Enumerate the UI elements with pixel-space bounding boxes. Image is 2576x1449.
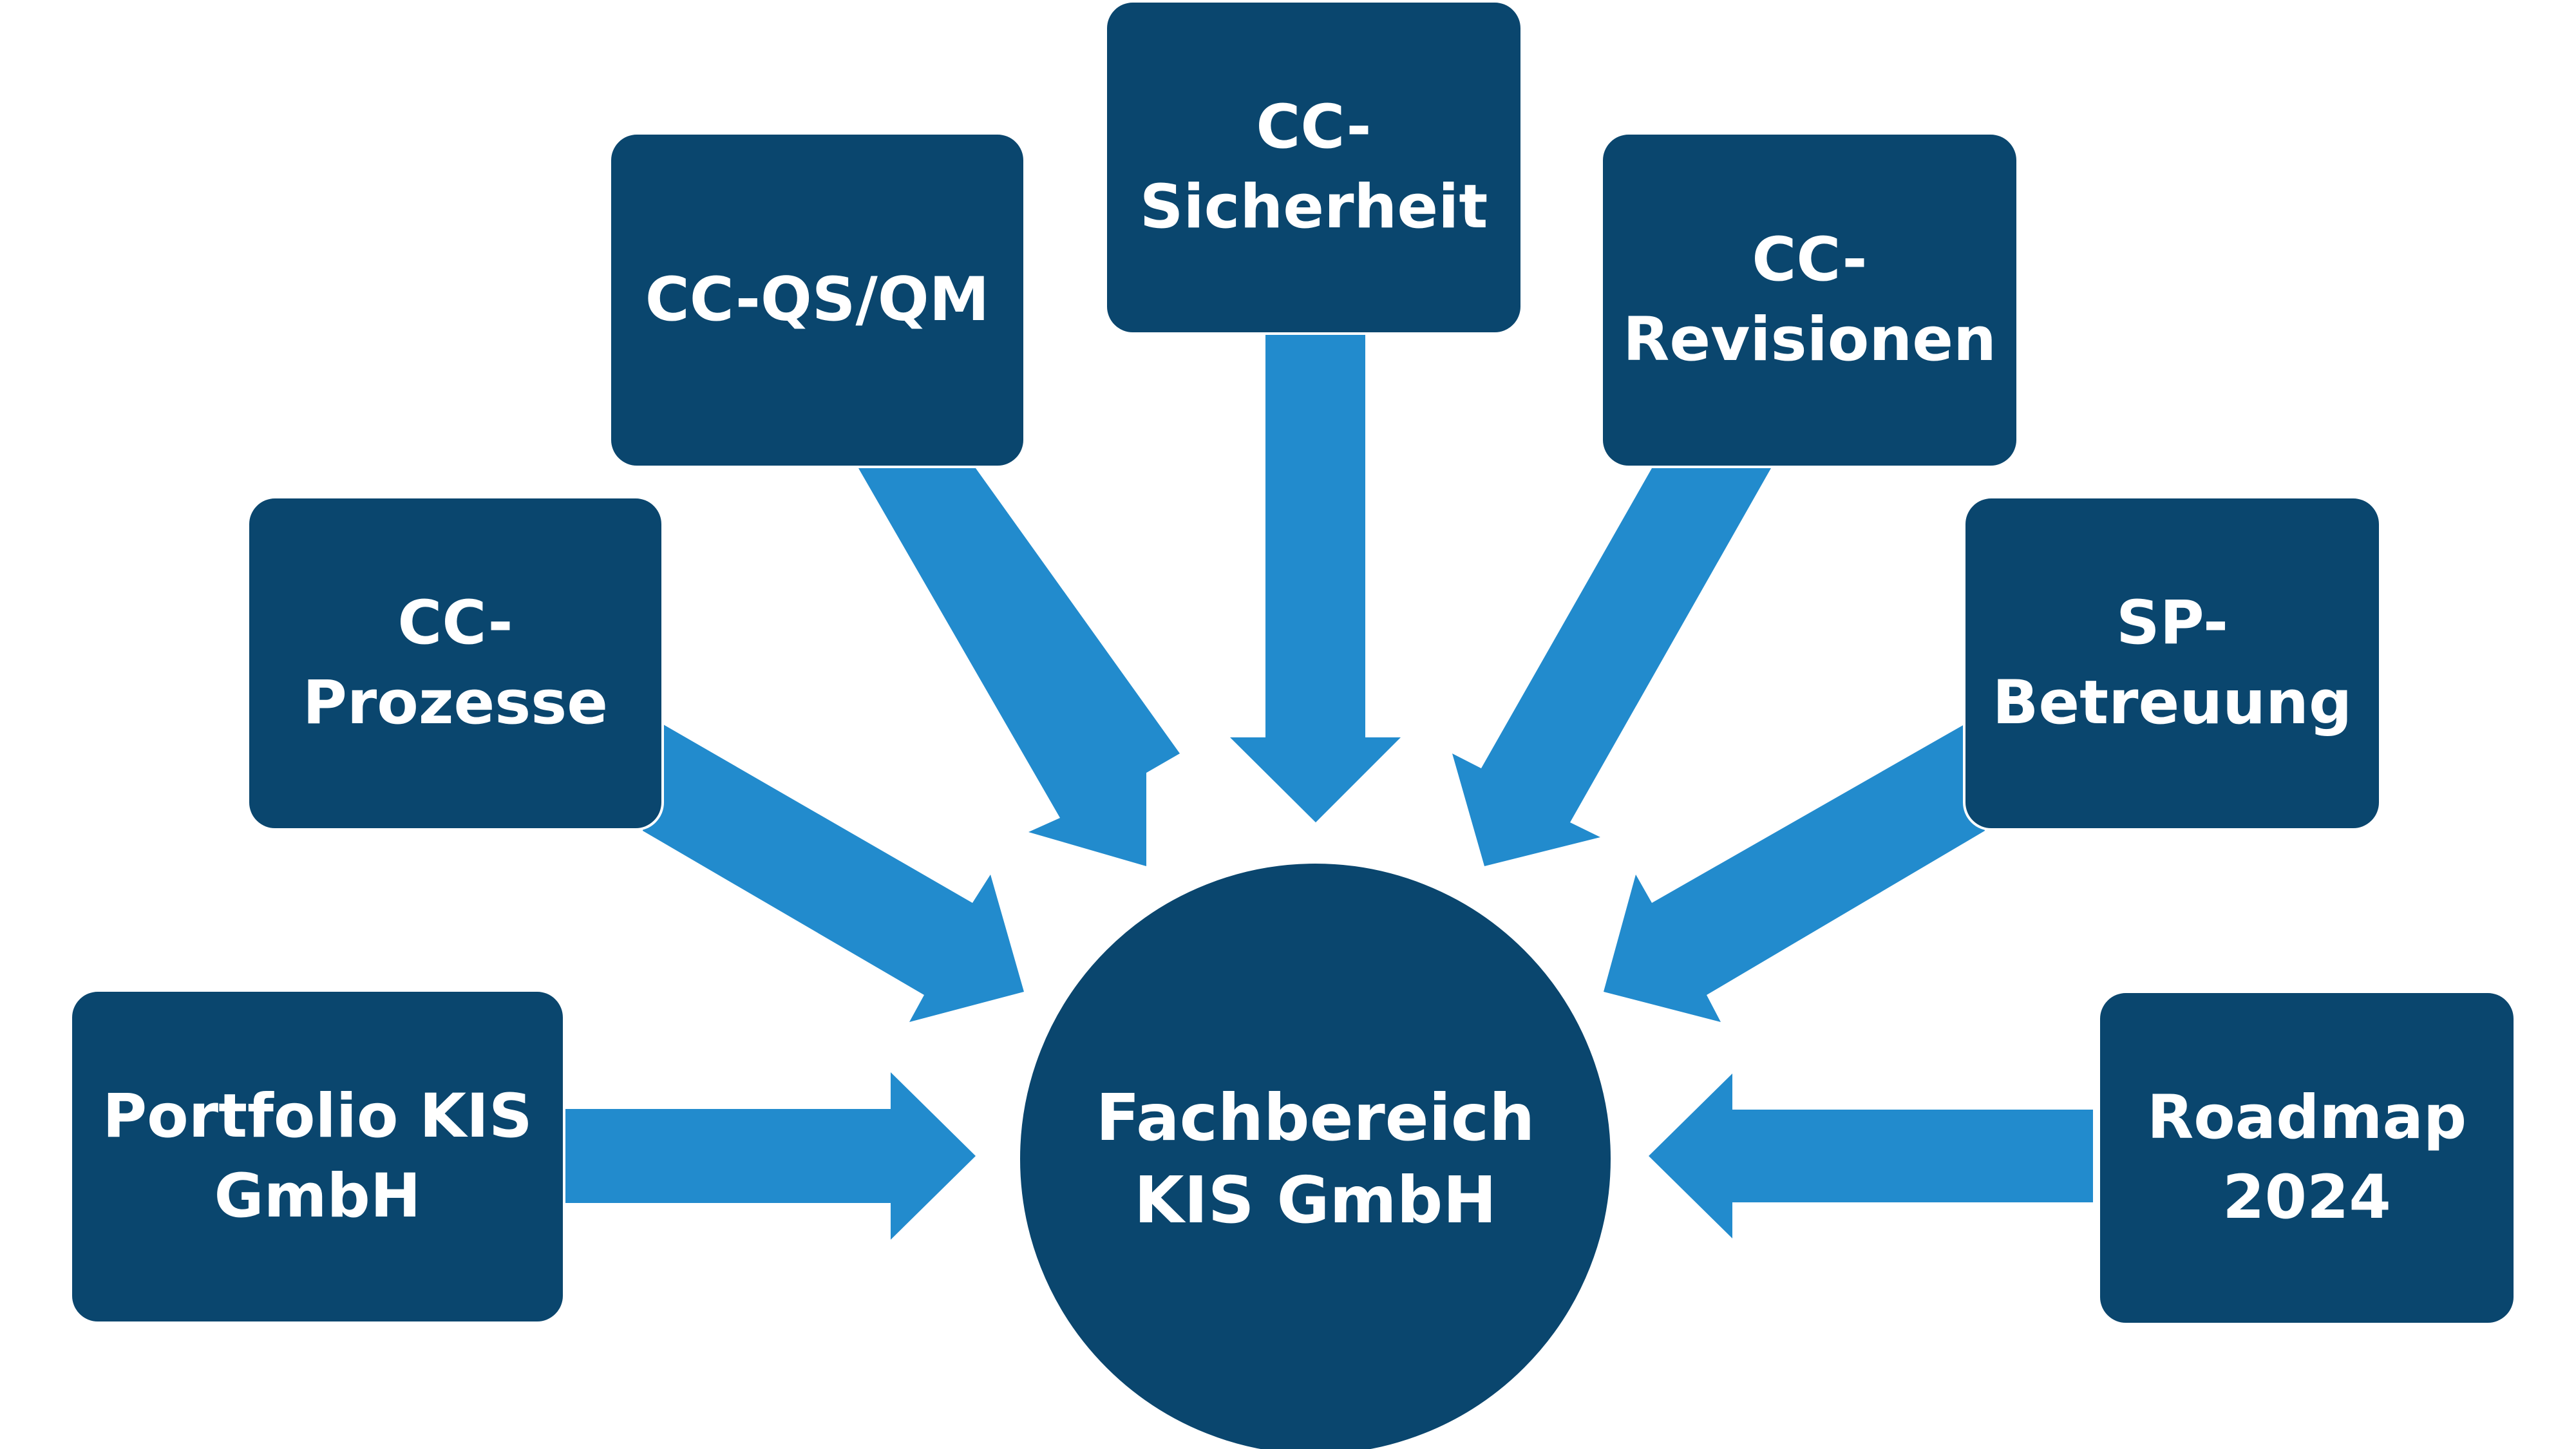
node-cc-qsqm-label: CC-QS/QM: [645, 265, 990, 335]
node-cc-prozesse-label: CC- Prozesse: [303, 588, 608, 738]
node-roadmap: Roadmap 2024: [2098, 990, 2516, 1325]
arrow-portfolio: [564, 1072, 976, 1240]
arrow-betreuung: [1604, 724, 1985, 1022]
center-node-label: Fachbereich KIS GmbH: [1095, 1079, 1535, 1238]
node-portfolio-label: Portfolio KIS GmbH: [102, 1081, 533, 1231]
arrow-qsqm: [858, 468, 1180, 866]
node-cc-revisionen-label: CC- Revisionen: [1623, 225, 1996, 375]
node-cc-revisionen: CC- Revisionen: [1600, 132, 2019, 468]
node-portfolio: Portfolio KIS GmbH: [70, 989, 565, 1324]
node-cc-qsqm: CC-QS/QM: [609, 132, 1026, 468]
node-cc-sicherheit: CC- Sicherheit: [1104, 0, 1523, 335]
node-cc-sicherheit-label: CC- Sicherheit: [1139, 92, 1488, 242]
arrow-prozesse: [643, 724, 1024, 1022]
node-sp-betreuung-label: SP- Betreuung: [1992, 588, 2353, 738]
node-sp-betreuung: SP- Betreuung: [1963, 496, 2382, 831]
arrow-roadmap: [1649, 1074, 2093, 1238]
center-node-fachbereich: Fachbereich KIS GmbH: [1018, 861, 1613, 1449]
arrow-revisionen: [1452, 468, 1771, 866]
node-roadmap-label: Roadmap 2024: [2146, 1083, 2467, 1233]
node-cc-prozesse: CC- Prozesse: [247, 496, 664, 831]
arrow-sicherheit: [1230, 335, 1401, 822]
